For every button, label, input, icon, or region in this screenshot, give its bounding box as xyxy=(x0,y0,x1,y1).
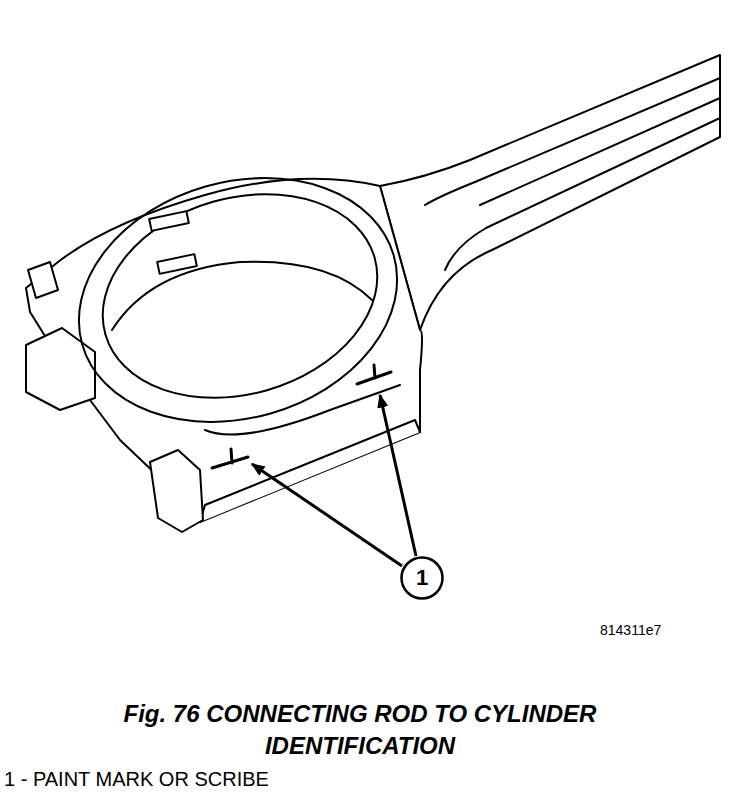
paint-mark xyxy=(357,365,391,384)
beam-web xyxy=(480,98,720,205)
paint-mark xyxy=(212,449,248,468)
callout-number: 1 xyxy=(416,566,428,590)
callout-key: 1 - PAINT MARK OR SCRIBE xyxy=(4,768,269,791)
beam-web xyxy=(445,118,720,270)
rod-beam xyxy=(380,55,720,330)
bearing-tang xyxy=(157,254,197,274)
callout-circle-shape xyxy=(402,558,443,599)
bore-inner-edge xyxy=(112,262,372,330)
bearing-tang xyxy=(149,211,189,231)
beam-web xyxy=(425,78,720,205)
bolt-nut xyxy=(26,328,95,410)
leader-arrow xyxy=(252,464,402,566)
bolt-head xyxy=(150,450,203,532)
bolt-nut-top xyxy=(28,262,58,298)
leader-arrow xyxy=(380,395,416,556)
callout-circle: 1 xyxy=(400,556,444,600)
figure-id: 814311e7 xyxy=(600,622,661,638)
figure-caption: Fig. 76 CONNECTING ROD TO CYLINDER IDENT… xyxy=(70,698,650,762)
face-groove xyxy=(205,385,400,435)
bore xyxy=(78,163,401,429)
bore-face xyxy=(50,142,426,458)
